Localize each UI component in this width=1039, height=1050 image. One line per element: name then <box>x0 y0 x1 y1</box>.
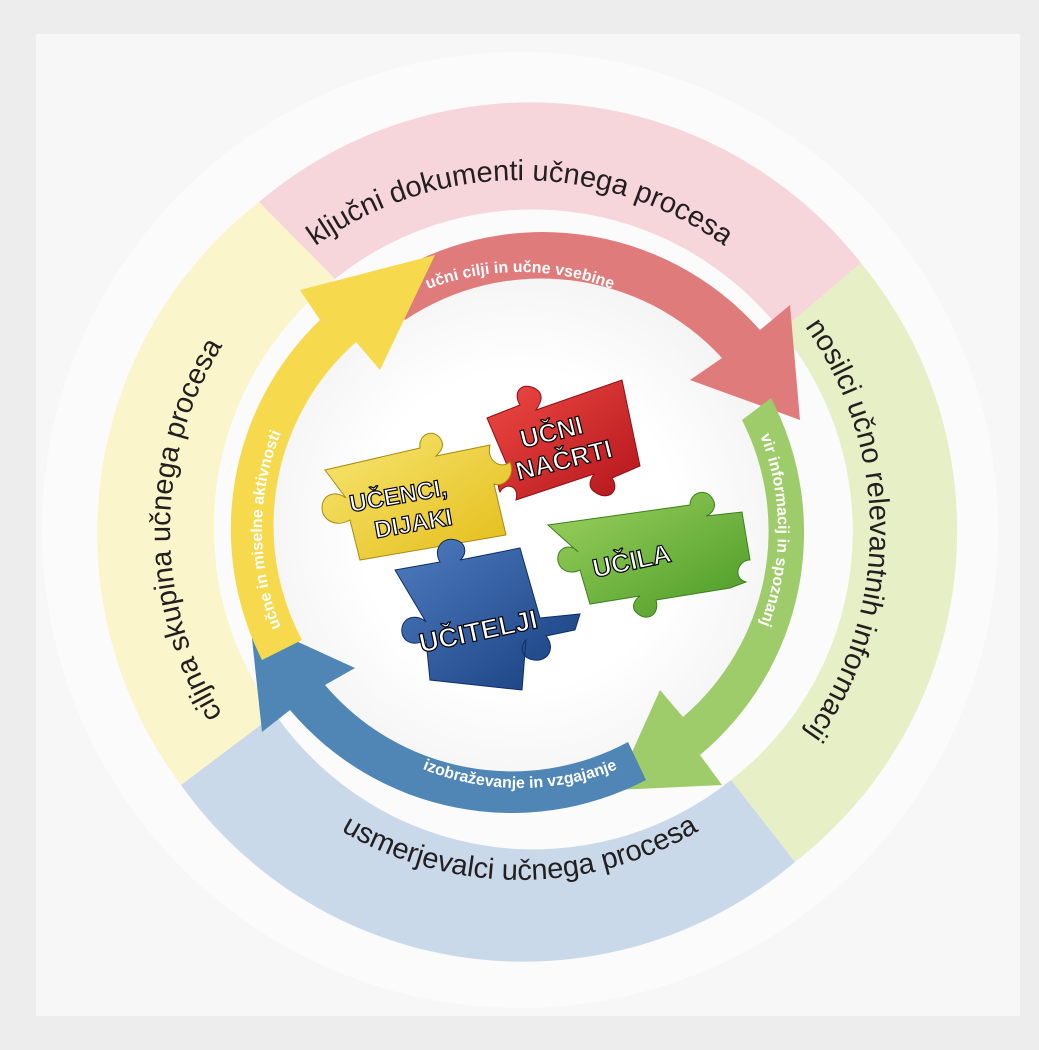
arrow-right-green <box>615 398 805 790</box>
puzzle-piece-yellow: UČENCI, DIJAKI <box>321 432 512 561</box>
inner-arrows <box>230 232 805 813</box>
outer-segment-top <box>259 102 861 331</box>
puzzle-piece-green: UČILA <box>546 491 751 618</box>
svg-text:UČNI NAČRTI: UČNI NAČRTI <box>505 404 615 486</box>
inner-circle <box>255 265 785 795</box>
outer-ring <box>97 102 958 962</box>
arrow-bottom-blue <box>250 620 646 813</box>
outer-segment-bottom <box>181 714 795 962</box>
puzzle: UČNI NAČRTI UČENCI, DIJAKI UČILA UČITELJ… <box>321 379 751 691</box>
outer-segment-left <box>97 202 335 785</box>
puzzle-piece-red: UČNI NAČRTI <box>486 379 641 501</box>
arrow-top-red <box>380 232 800 420</box>
puzzle-piece-blue: UČITELJI <box>394 538 581 691</box>
arrow-left-yellow <box>230 255 435 660</box>
outer-segment-right <box>731 263 958 862</box>
